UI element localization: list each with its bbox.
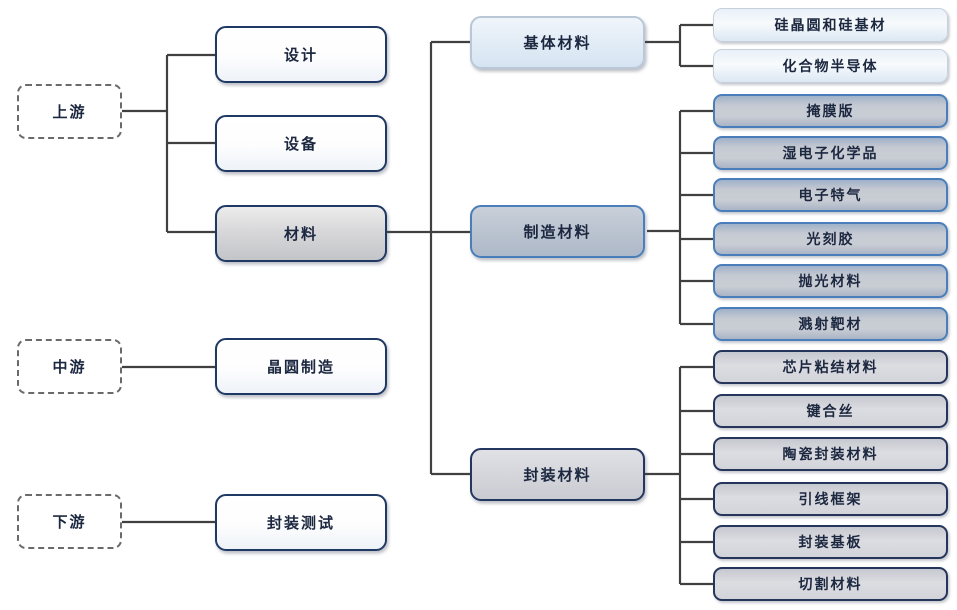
node-ceramic-package: 陶瓷封装材料 [713, 437, 948, 471]
node-midstream: 中游 [17, 339, 122, 394]
node-polishing: 抛光材料 [713, 264, 948, 298]
node-equipment: 设备 [215, 115, 387, 172]
node-wafer-fab: 晶圆制造 [215, 338, 387, 395]
node-lead-frame: 引线框架 [713, 482, 948, 516]
node-mfg-material: 制造材料 [470, 205, 645, 258]
node-pkg-material: 封装材料 [470, 448, 645, 501]
node-package-substrate: 封装基板 [713, 525, 948, 559]
node-design: 设计 [215, 26, 387, 83]
node-bonding-wire: 键合丝 [713, 394, 948, 428]
node-base-material: 基体材料 [470, 16, 645, 69]
node-package-test: 封装测试 [215, 494, 387, 551]
node-sputtering-target: 溅射靶材 [713, 307, 948, 341]
node-compound-semiconductor: 化合物半导体 [713, 49, 948, 83]
node-dicing-material: 切割材料 [713, 567, 948, 601]
node-downstream: 下游 [17, 494, 122, 549]
node-wet-chemicals: 湿电子化学品 [713, 136, 948, 170]
node-upstream: 上游 [17, 84, 122, 139]
node-die-attach: 芯片粘结材料 [713, 350, 948, 384]
node-photoresist: 光刻胶 [713, 222, 948, 256]
node-photomask: 掩膜版 [713, 94, 948, 128]
node-silicon-wafer: 硅晶圆和硅基材 [713, 8, 948, 42]
node-specialty-gases: 电子特气 [713, 178, 948, 212]
node-material: 材料 [215, 205, 387, 262]
